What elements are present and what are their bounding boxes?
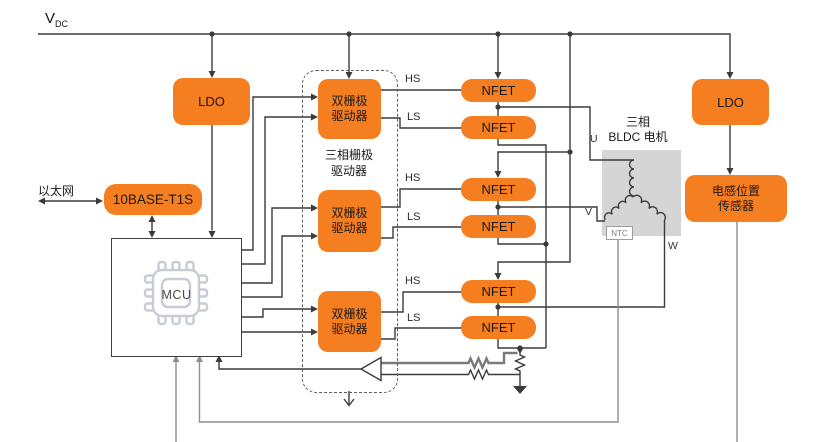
phase-u-line bbox=[495, 102, 635, 197]
nfet-v-hs: NFET bbox=[461, 178, 536, 201]
ldo-right-block: LDO bbox=[692, 79, 769, 125]
ls-label-3: LS bbox=[407, 312, 421, 324]
hs-label-1: HS bbox=[405, 73, 421, 85]
nfet-v-ls: NFET bbox=[461, 215, 536, 238]
nfet-u-ls: NFET bbox=[461, 116, 536, 139]
current-sense-amp bbox=[215, 351, 520, 382]
ls-label-2: LS bbox=[407, 211, 421, 223]
driver-ground-arrow bbox=[343, 391, 355, 407]
mcu-block: MCU bbox=[111, 238, 242, 357]
hs-label-3: HS bbox=[405, 275, 421, 287]
mcu-label: MCU bbox=[161, 288, 192, 302]
vdc-label: VDC bbox=[45, 10, 69, 29]
shunt-resistor bbox=[513, 348, 527, 394]
nfet-w-hs: NFET bbox=[461, 280, 536, 303]
gate-drive-lines bbox=[381, 89, 461, 340]
ethernet-link bbox=[38, 197, 156, 238]
phy-block: 10BASE-T1S bbox=[104, 184, 202, 215]
dual-gate-driver-1: 双栅极 驱动器 bbox=[318, 79, 381, 139]
dual-gate-driver-2: 双栅极 驱动器 bbox=[318, 190, 381, 252]
phase-w-label: W bbox=[668, 240, 678, 252]
three-phase-gate-driver-group bbox=[302, 70, 398, 393]
ntc-box: NTC bbox=[606, 226, 633, 240]
dual-gate-driver-3: 双栅极 驱动器 bbox=[318, 291, 381, 352]
ldo-to-mcu-line bbox=[208, 125, 216, 238]
ntc-sense-line bbox=[196, 237, 619, 423]
nfet-w-ls: NFET bbox=[461, 316, 536, 339]
hs-label-2: HS bbox=[405, 172, 421, 184]
ls-label-1: LS bbox=[407, 111, 421, 123]
ldo-right-label: LDO bbox=[717, 94, 744, 110]
mcu-chip-icon bbox=[143, 260, 209, 326]
nfet-u-hs: NFET bbox=[461, 79, 536, 102]
phase-v-line bbox=[495, 194, 634, 222]
phy-label: 10BASE-T1S bbox=[112, 192, 194, 207]
ldo-left-block: LDO bbox=[173, 78, 250, 125]
vdc-bus-line bbox=[38, 31, 734, 280]
phase-w-line bbox=[495, 194, 666, 316]
motor-title: 三相 BLDC 电机 bbox=[608, 115, 668, 144]
mcu-to-driver-signals bbox=[240, 93, 318, 336]
ethernet-label: 以太网 bbox=[38, 184, 75, 198]
phase-v-label: V bbox=[585, 206, 593, 218]
position-sensor-block: 电感位置 传感器 bbox=[685, 175, 787, 222]
ldo-left-label: LDO bbox=[198, 94, 225, 109]
position-sensor-line bbox=[172, 222, 738, 442]
phase-u-label: U bbox=[590, 133, 598, 145]
gate-driver-group-label: 三相栅极 驱动器 bbox=[324, 148, 373, 178]
bldc-motor-body bbox=[602, 150, 681, 236]
ldo-to-sensor-line bbox=[726, 125, 734, 175]
